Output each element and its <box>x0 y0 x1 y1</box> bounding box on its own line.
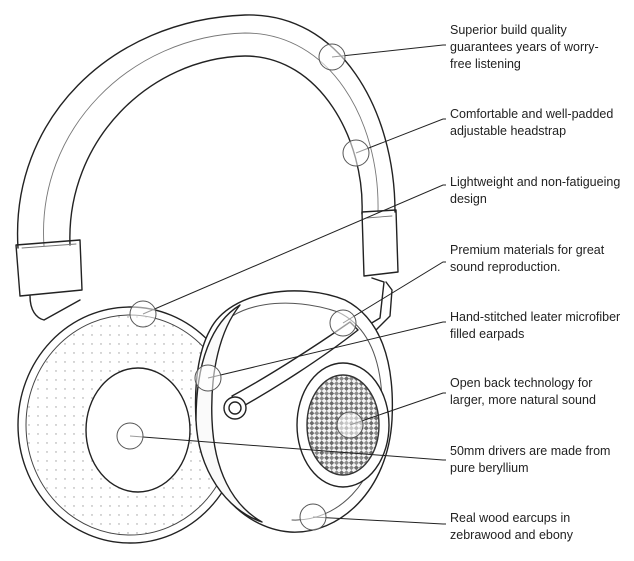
leader-line-1 <box>331 44 446 58</box>
callout-marker-6 <box>336 411 364 439</box>
headband-pad <box>43 32 379 247</box>
leader-line-6 <box>349 392 446 426</box>
callout-marker-5 <box>194 364 222 392</box>
headband-outer <box>16 14 396 249</box>
callout-text-lightweight: Lightweight and non-fatigueing design <box>450 175 621 206</box>
callout-text-earpads: Hand-stitched leater microfiber filled e… <box>450 310 621 341</box>
leader-line-4 <box>342 261 446 324</box>
left-slider <box>15 239 83 297</box>
callout-text-build-quality: Superior build quality guarantees years … <box>450 23 599 71</box>
callout-text-drivers: 50mm drivers are made from pure berylliu… <box>450 444 611 475</box>
leader-line-8 <box>312 516 446 525</box>
right-slider <box>361 209 399 277</box>
callout-marker-4 <box>329 309 357 337</box>
callout-text-wood-earcups: Real wood earcups in zebrawood and ebony <box>450 511 574 542</box>
callout-text-open-back: Open back technology for larger, more na… <box>450 376 596 407</box>
callout-marker-2 <box>342 139 370 167</box>
callout-marker-8 <box>299 503 327 531</box>
leader-line-7 <box>129 435 446 461</box>
headband-inner <box>69 55 363 246</box>
leader-line-5 <box>207 321 446 379</box>
leader-line-2 <box>355 118 446 154</box>
leader-line-3 <box>142 184 446 315</box>
callout-marker-7 <box>116 422 144 450</box>
callout-text-materials: Premium materials for great sound reprod… <box>450 243 605 274</box>
right-yoke <box>231 321 359 409</box>
callout-text-headstrap: Comfortable and well-padded adjustable h… <box>450 107 614 138</box>
callout-marker-3 <box>129 300 157 328</box>
callout-marker-1 <box>318 43 346 71</box>
right-earpad <box>195 304 263 523</box>
